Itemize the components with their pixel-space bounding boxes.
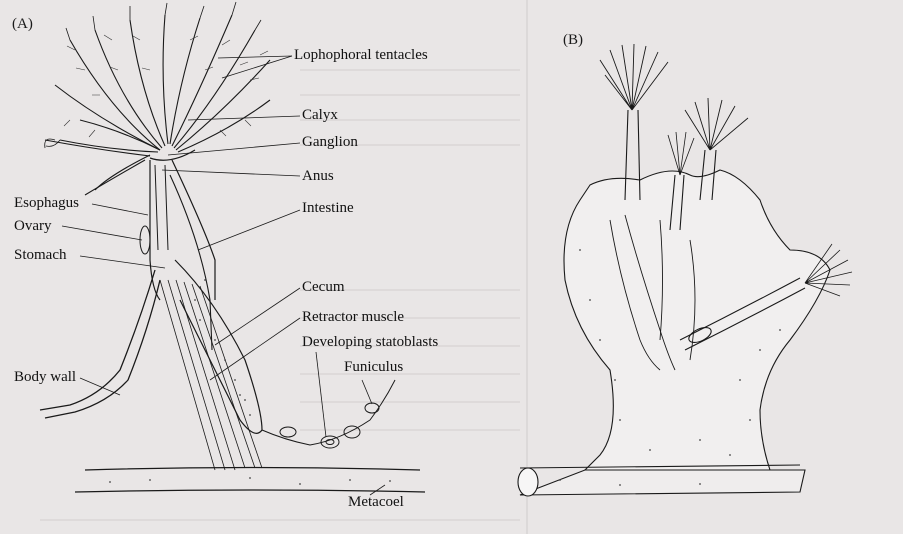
body-column-left <box>149 160 161 301</box>
label-funiculus: Funiculus <box>344 359 404 375</box>
tentacle-cilia <box>63 34 269 138</box>
panel-b-tag: (B) <box>563 32 583 48</box>
colony-body <box>563 169 831 471</box>
lophophore-tentacles <box>44 14 271 196</box>
body-column-right <box>171 159 216 300</box>
retracted-zooid-1 <box>609 219 661 371</box>
zooid-3-column <box>669 174 685 231</box>
metacoel-lower <box>74 489 426 493</box>
stolon-cut-end <box>517 467 539 497</box>
zooid-1-column <box>624 109 641 201</box>
metacoel-upper <box>84 466 421 471</box>
stolon-base <box>519 469 806 496</box>
cecum <box>174 259 263 434</box>
label-stomach: Stomach <box>14 247 67 263</box>
label-esophagus: Esophagus <box>14 195 79 211</box>
panel-a-drawing <box>39 1 426 493</box>
background-text-texture <box>40 69 520 521</box>
label-retractor-muscle: Retractor muscle <box>302 309 405 325</box>
retracted-zooid-1b <box>624 214 676 371</box>
body-wall-inner <box>44 279 161 419</box>
label-lophophoral-tentacles: Lophophoral tentacles <box>294 47 428 63</box>
zooid-4-column <box>679 277 806 351</box>
label-ovary: Ovary <box>14 218 52 234</box>
esophagus <box>154 164 169 251</box>
label-intestine: Intestine <box>302 200 354 216</box>
label-metacoel: Metacoel <box>348 494 404 510</box>
statoblast-4 <box>279 426 297 438</box>
leader-lines <box>61 55 386 496</box>
zooid-1-tentacles <box>599 43 669 111</box>
retracted-zooid-2 <box>659 219 663 341</box>
label-calyx: Calyx <box>302 107 338 123</box>
zooid-2-column <box>699 149 717 201</box>
statoblast-2 <box>343 425 361 439</box>
zooid-4-tentacles <box>804 243 853 297</box>
label-ganglion: Ganglion <box>302 134 358 150</box>
label-cecum: Cecum <box>302 279 345 295</box>
calyx <box>149 149 196 161</box>
label-anus: Anus <box>302 168 334 184</box>
panel-a-tag: (A) <box>12 16 33 32</box>
tentacle-tips <box>44 1 262 149</box>
body-wall <box>39 269 156 411</box>
panel-b-drawing <box>517 43 853 497</box>
funiculus <box>261 379 396 446</box>
zooid-4-gut <box>688 327 712 343</box>
stolon-top-edge <box>519 464 801 469</box>
intestine <box>169 174 213 351</box>
zooid-3-tentacles <box>667 131 695 176</box>
stipple <box>109 279 391 485</box>
zooid-2-tentacles <box>684 97 749 151</box>
label-body-wall: Body wall <box>14 369 77 385</box>
retractor-muscle <box>159 279 263 471</box>
label-developing-statoblasts: Developing statoblasts <box>302 334 439 350</box>
panel-b-stipple <box>559 249 781 486</box>
statoblast-1 <box>320 435 340 449</box>
statoblast-1-core <box>325 439 335 445</box>
